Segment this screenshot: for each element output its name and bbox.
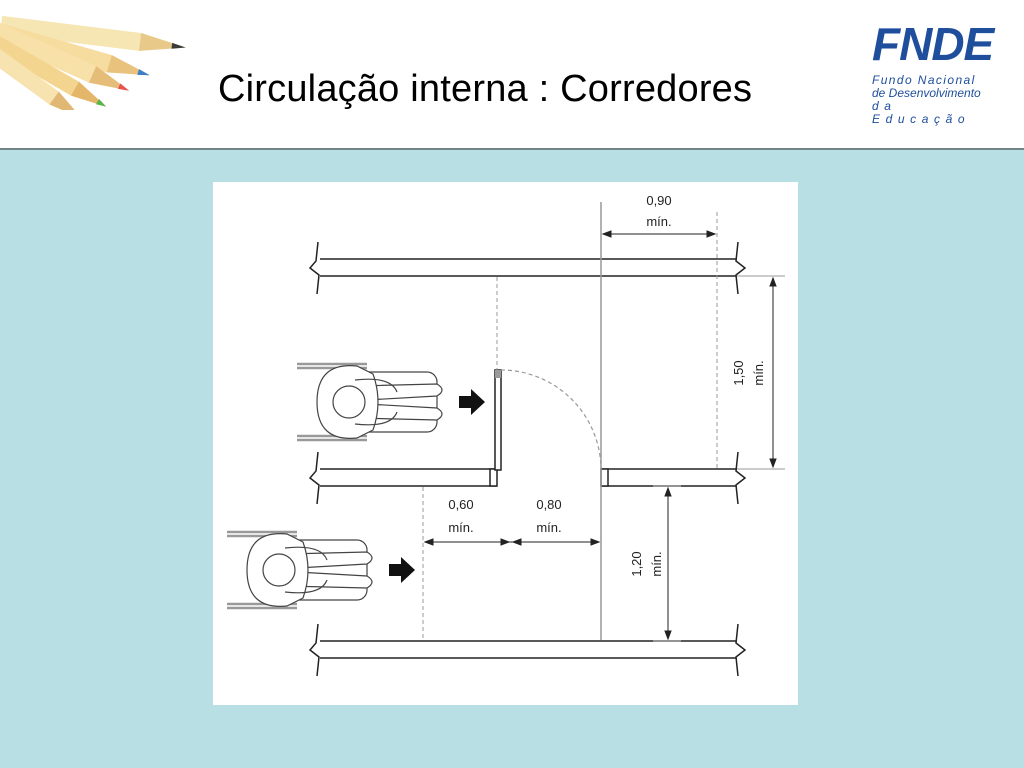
fnde-logo: FNDE Fundo Nacional de Desenvolvimento d…	[868, 18, 998, 126]
wall-middle-right	[600, 451, 747, 505]
corridor-diagram-svg: 0,90 mín. 1,50 mín. 0,60 mín. 0,80 mín. …	[227, 193, 785, 677]
dim-top-value: 0,90	[646, 193, 671, 208]
dim-left-unit: mín.	[448, 520, 473, 535]
wall-bottom	[308, 623, 747, 677]
slide-title: Circulação interna : Corredores	[218, 68, 753, 110]
corridor-diagram: 0,90 mín. 1,50 mín. 0,60 mín. 0,80 mín. …	[213, 182, 798, 705]
dim-left-value: 0,60	[448, 497, 473, 512]
wheelchair-user-icon	[227, 530, 373, 610]
pencils-icon	[0, 15, 186, 110]
direction-arrow-icon	[459, 389, 485, 415]
logo-line-3: da Educação	[872, 99, 971, 126]
slide-header: Circulação interna : Corredores FNDE Fun…	[0, 0, 1024, 148]
logo-line-2: de Desenvolvimento	[872, 86, 981, 100]
dim-top-unit: mín.	[646, 214, 671, 229]
wall-middle-left	[308, 451, 498, 505]
dim-mid-value: 0,80	[536, 497, 561, 512]
construction-lines	[422, 202, 785, 642]
dim-lower-value: 1,20	[629, 551, 644, 576]
wheelchair-user-icon	[297, 362, 443, 442]
dim-mid-unit: mín.	[536, 520, 561, 535]
logo-line-1: Fundo Nacional	[872, 73, 976, 87]
dimension-lines	[423, 230, 777, 641]
dim-right-unit: mín.	[751, 360, 766, 385]
dim-lower-unit: mín.	[649, 551, 664, 576]
wall-top	[308, 241, 747, 295]
direction-arrow-icon	[389, 557, 415, 583]
door-swing-icon	[494, 369, 602, 471]
dim-right-value: 1,50	[731, 360, 746, 385]
logo-mark: FNDE	[872, 18, 994, 70]
